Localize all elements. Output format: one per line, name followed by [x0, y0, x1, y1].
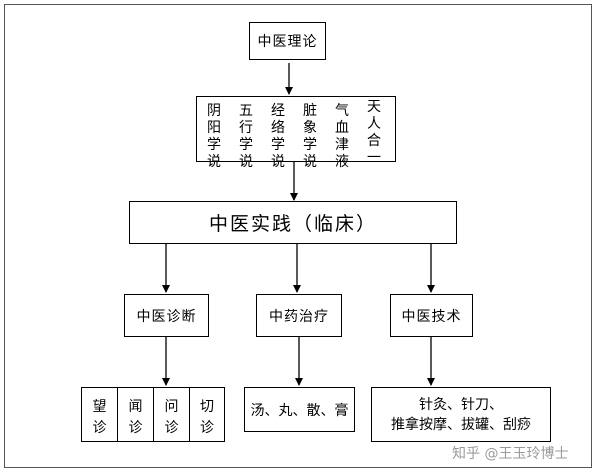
diagnosis-methods-box: 望诊 闻诊 问诊 切诊 [81, 387, 225, 442]
practice-label: 中医实践（临床） [208, 213, 377, 235]
techniques-line-1: 针灸、针刀、 [419, 397, 503, 413]
medicine-forms-label: 汤、丸、散、膏 [250, 402, 349, 419]
theory-yinyang: 阴阳学说 [207, 103, 221, 170]
branch-technique-box: 中医技术 [390, 294, 473, 337]
method-wang: 望诊 [92, 399, 107, 436]
branch-medicine-label: 中药治疗 [269, 308, 329, 325]
diagram-frame [4, 4, 592, 468]
method-wen-smell: 闻诊 [128, 399, 143, 436]
watermark: 知乎 @王玉玲博士 [452, 446, 569, 462]
theory-jingluo: 经络学说 [271, 103, 285, 170]
branch-technique-label: 中医技术 [401, 308, 462, 325]
theory-zangxiang: 脏象学说 [303, 103, 317, 170]
theory-tianren: 天人合一 [367, 99, 381, 166]
branch-diagnosis-box: 中医诊断 [124, 294, 209, 337]
method-qie: 切诊 [200, 399, 214, 436]
method-wang-cell: 望诊 [82, 388, 118, 441]
theories-box: 阴阳学说 五行学说 经络学说 脏象学说 气血津液 天人合一 [196, 96, 396, 170]
root-node-label: 中医理论 [257, 34, 318, 50]
techniques-line-2: 推拿按摩、拔罐、刮痧 [391, 417, 531, 433]
method-wen-smell-cell: 闻诊 [118, 388, 154, 441]
theory-qixue: 气血津液 [335, 103, 349, 170]
root-node-box: 中医理论 [249, 22, 326, 60]
method-wen-ask: 问诊 [164, 399, 179, 436]
method-qie-cell: 切诊 [190, 388, 224, 441]
branch-diagnosis-label: 中医诊断 [136, 308, 197, 325]
method-wen-ask-cell: 问诊 [154, 388, 190, 441]
techniques-box: 针灸、针刀、 推拿按摩、拔罐、刮痧 [371, 387, 551, 442]
theory-wuxing: 五行学说 [239, 103, 253, 170]
medicine-forms-box: 汤、丸、散、膏 [244, 387, 355, 432]
branch-medicine-box: 中药治疗 [256, 294, 342, 337]
practice-box: 中医实践（临床） [129, 201, 457, 244]
